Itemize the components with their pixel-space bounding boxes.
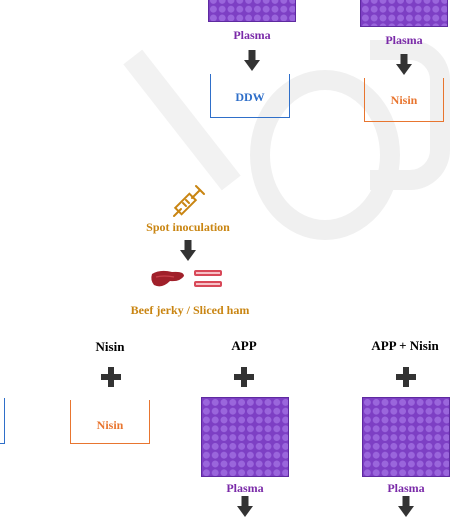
ddw-container bbox=[0, 398, 5, 444]
plasma-label: Plasma bbox=[385, 33, 423, 47]
nisin-container bbox=[70, 400, 150, 444]
watermark-stroke bbox=[123, 49, 241, 191]
plasma-label: Plasma bbox=[387, 481, 425, 495]
down-arrow-icon bbox=[237, 496, 253, 517]
inoculation-label: Spot inoculation bbox=[146, 220, 230, 234]
plasma-block bbox=[362, 397, 450, 477]
group-title-app: APP bbox=[231, 338, 257, 353]
beef-jerky-icon bbox=[151, 270, 184, 287]
samples-label: Beef jerky / Sliced ham bbox=[130, 303, 250, 317]
nisin-label: Nisin bbox=[390, 93, 418, 107]
nisin-container bbox=[364, 78, 444, 122]
sliced-ham-icon bbox=[194, 270, 222, 287]
plasma-block bbox=[360, 0, 448, 27]
down-arrow-icon bbox=[398, 496, 414, 517]
group-title-app-nisin: APP + Nisin bbox=[371, 338, 439, 353]
ddw-label: DDW bbox=[235, 90, 265, 104]
plus-icon bbox=[234, 367, 254, 387]
syringe-icon bbox=[173, 185, 205, 217]
ddw-container bbox=[210, 74, 290, 118]
group-title-nisin: Nisin bbox=[95, 339, 125, 354]
plasma-block bbox=[208, 0, 296, 22]
plus-icon bbox=[101, 367, 121, 387]
nisin-label: Nisin bbox=[96, 418, 124, 432]
plasma-label: Plasma bbox=[226, 481, 264, 495]
down-arrow-icon bbox=[180, 240, 196, 261]
plus-icon bbox=[396, 367, 416, 387]
plasma-block bbox=[201, 397, 289, 477]
down-arrow-icon bbox=[396, 54, 412, 75]
down-arrow-icon bbox=[244, 50, 260, 71]
plasma-label: Plasma bbox=[233, 28, 271, 42]
